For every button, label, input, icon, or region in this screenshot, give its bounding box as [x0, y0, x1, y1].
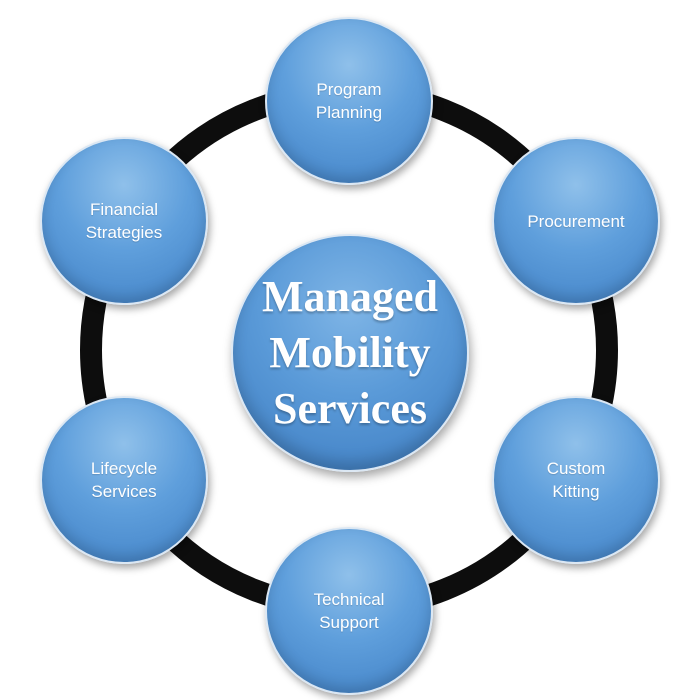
- node-label-procurement: Procurement: [527, 211, 625, 231]
- node-financial-strategies: Financial Strategies: [40, 137, 208, 305]
- node-label-custom-kitting: Custom Kitting: [546, 459, 606, 501]
- node-procurement: Procurement: [492, 137, 660, 305]
- node-label-financial-strategies: Financial Strategies: [85, 200, 163, 242]
- node-label-technical-support: Technical Support: [313, 590, 385, 632]
- node-custom-kitting: Custom Kitting: [492, 396, 660, 564]
- node-label-program-planning: Program Planning: [315, 80, 383, 122]
- node-label-lifecycle-services: Lifecycle Services: [90, 459, 158, 501]
- center-node: Managed Mobility Services: [231, 234, 469, 472]
- node-lifecycle-services: Lifecycle Services: [40, 396, 208, 564]
- node-program-planning: Program Planning: [265, 17, 433, 185]
- node-technical-support: Technical Support: [265, 527, 433, 695]
- center-title: Managed Mobility Services: [262, 272, 438, 433]
